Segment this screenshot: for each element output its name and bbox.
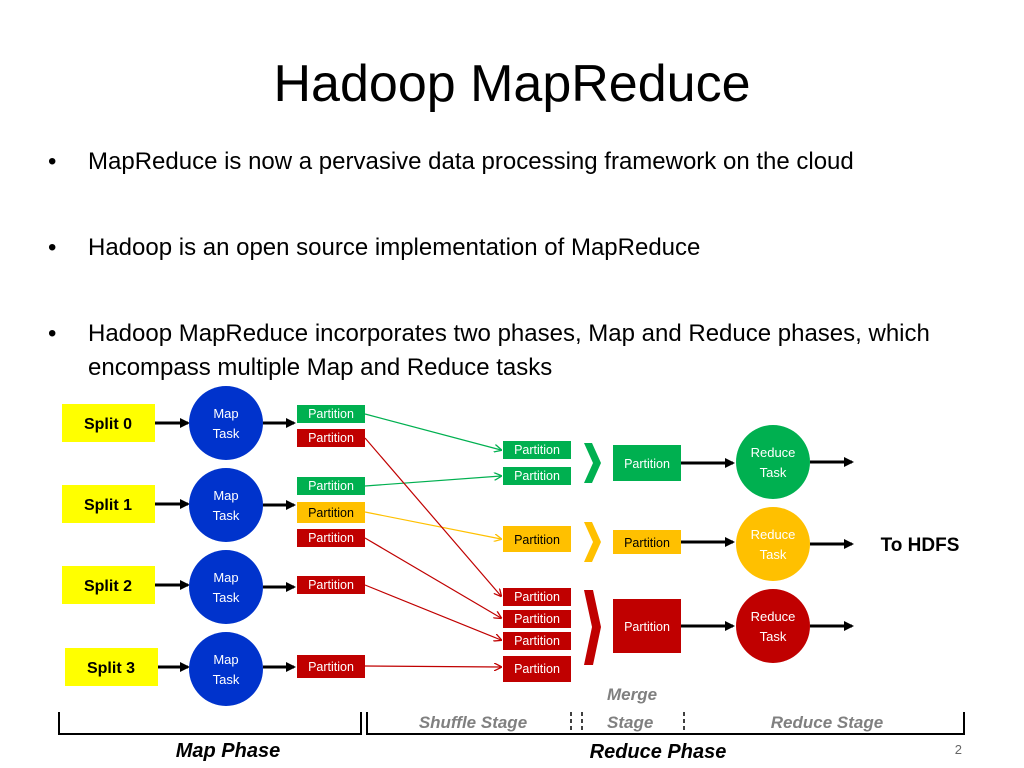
split-box: Split 1 (62, 485, 155, 523)
partition-box: Partition (297, 529, 365, 547)
partition-label: Partition (624, 536, 670, 550)
to-hdfs-label: To HDFS (881, 535, 960, 556)
split-box: Split 3 (65, 648, 158, 686)
reduce-task-circle: Reduce Task (736, 507, 810, 581)
partition-label: Partition (514, 634, 560, 648)
partition-box: Partition (297, 405, 365, 423)
partition-label: Partition (514, 662, 560, 676)
shuffle-line-green (364, 476, 501, 487)
map-task-label: Task (213, 672, 240, 687)
merged-partition-box: Partition (613, 530, 681, 554)
partition-box: Partition (503, 610, 571, 628)
bullet-item: MapReduce is now a pervasive data proces… (48, 145, 988, 179)
partition-label: Partition (514, 533, 560, 547)
merge-stage-label: Merge (607, 685, 657, 704)
partition-box: Partition (503, 656, 571, 682)
map-task-label: Task (213, 590, 240, 605)
reduce-phase-label: Reduce Phase (590, 741, 727, 763)
reduce-task-label: Task (760, 547, 787, 562)
map-task-label: Map (213, 488, 238, 503)
partition-box: Partition (297, 477, 365, 495)
partition-box: Partition (503, 632, 571, 650)
partition-label: Partition (624, 620, 670, 634)
reduce-task-circle: Reduce Task (736, 425, 810, 499)
partition-label: Partition (308, 506, 354, 520)
partition-label: Partition (514, 590, 560, 604)
bullet-item: Hadoop is an open source implementation … (48, 231, 988, 265)
partition-box: Partition (503, 441, 571, 459)
merge-stage-label: Stage (607, 713, 653, 732)
partition-label: Partition (514, 612, 560, 626)
map-task-label: Map (213, 406, 238, 421)
split-label: Split 0 (84, 416, 132, 433)
shuffle-line-red (364, 666, 501, 667)
bullet-list: MapReduce is now a pervasive data proces… (48, 145, 988, 385)
reduce-phase-bracket (366, 712, 965, 735)
partition-label: Partition (514, 469, 560, 483)
partition-box: Partition (503, 467, 571, 485)
merge-chevron-red (584, 590, 601, 665)
shuffle-line-green (364, 413, 501, 450)
partition-label: Partition (308, 578, 354, 592)
reduce-task-circle: Reduce Task (736, 589, 810, 663)
split-label: Split 3 (87, 660, 135, 677)
shuffle-line-red (364, 437, 501, 596)
split-box: Split 2 (62, 566, 155, 604)
reduce-task-label: Reduce (751, 609, 796, 624)
split-label: Split 1 (84, 497, 132, 514)
map-task-label: Task (213, 508, 240, 523)
partition-label: Partition (308, 531, 354, 545)
partition-label: Partition (308, 431, 354, 445)
partition-label: Partition (308, 479, 354, 493)
partition-box: Partition (503, 588, 571, 606)
split-label: Split 2 (84, 578, 132, 595)
reduce-task-label: Reduce (751, 445, 796, 460)
partition-label: Partition (308, 407, 354, 421)
map-phase-label: Map Phase (176, 740, 280, 762)
partition-box: Partition (503, 526, 571, 552)
partition-box: Partition (297, 576, 365, 594)
bullet-item: Hadoop MapReduce incorporates two phases… (48, 317, 988, 385)
map-task-label: Map (213, 652, 238, 667)
shuffle-line-red (364, 584, 501, 640)
merge-chevron-green (584, 443, 601, 483)
shuffle-line-orange (364, 511, 501, 539)
map-phase-bracket (58, 712, 362, 735)
reduce-task-label: Reduce (751, 527, 796, 542)
slide-title: Hadoop MapReduce (273, 55, 751, 113)
partition-box: Partition (297, 502, 365, 523)
reduce-task-label: Task (760, 629, 787, 644)
page-number: 2 (954, 742, 962, 757)
merged-partition-box: Partition (613, 445, 681, 481)
shuffle-line-red (364, 537, 501, 618)
partition-box: Partition (297, 429, 365, 447)
reduce-task-label: Task (760, 465, 787, 480)
merge-chevron-orange (584, 522, 601, 562)
split-box: Split 0 (62, 404, 155, 442)
map-task-circle: Map Task (189, 550, 263, 624)
map-task-label: Map (213, 570, 238, 585)
map-task-circle: Map Task (189, 468, 263, 542)
partition-label: Partition (308, 660, 354, 674)
map-task-circle: Map Task (189, 632, 263, 706)
reduce-stage-label: Reduce Stage (771, 713, 883, 732)
partition-label: Partition (624, 457, 670, 471)
map-task-circle: Map Task (189, 386, 263, 460)
merged-partition-box: Partition (613, 599, 681, 653)
partition-label: Partition (514, 443, 560, 457)
partition-box: Partition (297, 655, 365, 678)
map-task-label: Task (213, 426, 240, 441)
shuffle-stage-label: Shuffle Stage (419, 713, 527, 732)
